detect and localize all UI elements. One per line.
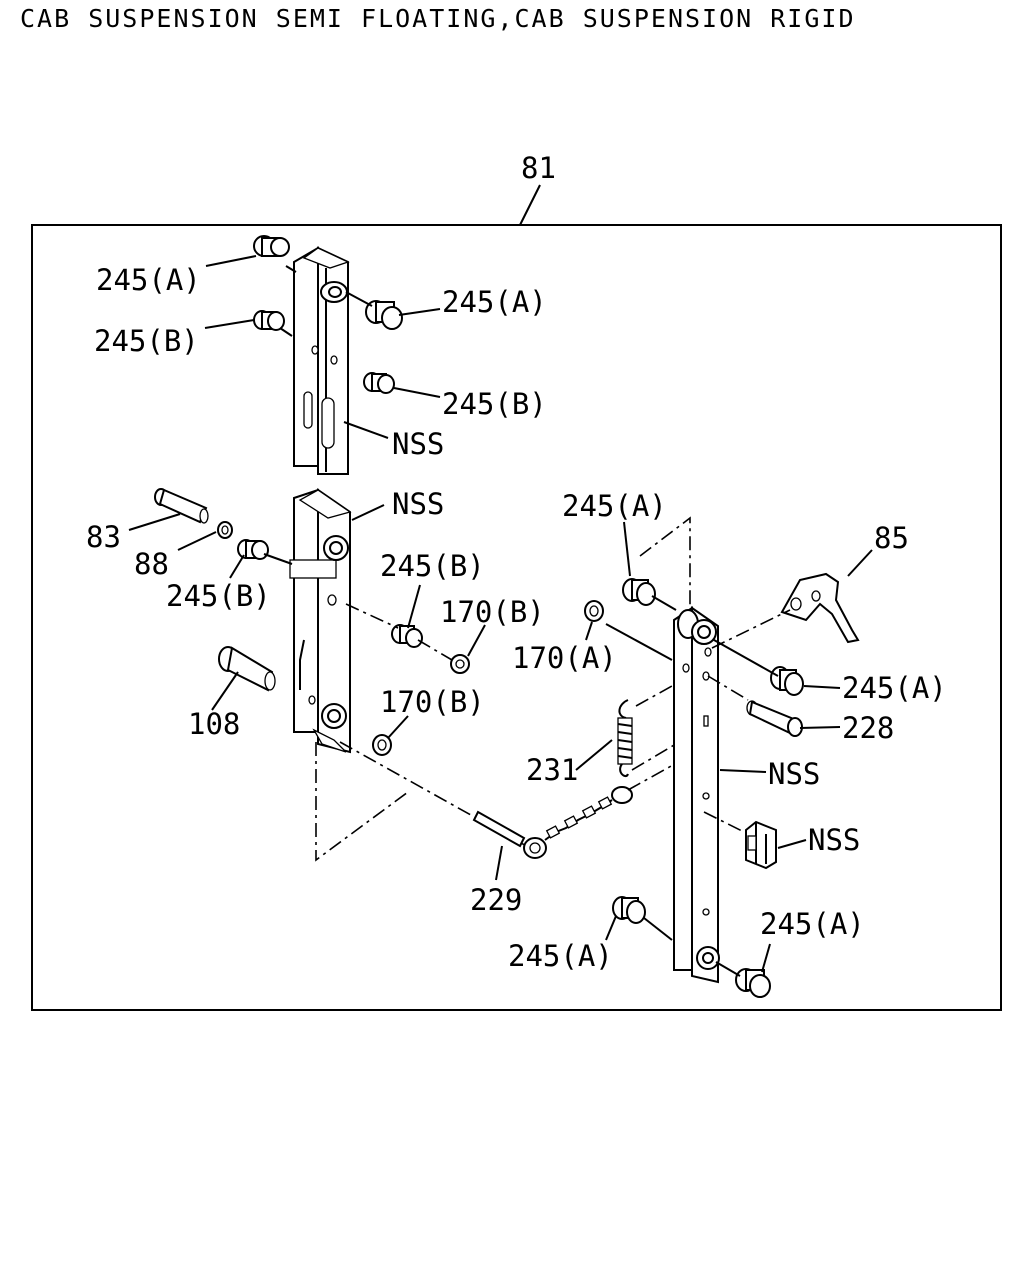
callout-229: 229 xyxy=(470,883,522,917)
callout-85: 85 xyxy=(874,521,909,555)
bush-245a-bottom-right xyxy=(735,968,771,998)
bush-245a-upper-right xyxy=(365,300,403,330)
callout-nss-right: NSS xyxy=(768,757,820,791)
bush-245b-upper-left xyxy=(253,310,285,331)
washer-170b-upper xyxy=(450,654,470,674)
leader-81 xyxy=(519,184,541,226)
callout-245a-right-top: 245(A) xyxy=(562,489,667,523)
clip-nss xyxy=(745,820,777,870)
callout-170a: 170(A) xyxy=(512,641,617,675)
callout-nss-mid: NSS xyxy=(392,487,444,521)
diagram-title: CAB SUSPENSION SEMI FLOATING,CAB SUSPENS… xyxy=(20,4,856,33)
callout-245a-upper-left: 245(A) xyxy=(96,263,201,297)
washer-170b-lower xyxy=(372,734,392,756)
callout-170b-upper: 170(B) xyxy=(440,595,545,629)
callout-83: 83 xyxy=(86,520,121,554)
bush-245b-mid xyxy=(391,624,423,648)
callout-88: 88 xyxy=(134,547,169,581)
callout-245b-upper-left: 245(B) xyxy=(94,324,199,358)
bolt-228 xyxy=(746,700,803,737)
callout-231: 231 xyxy=(526,753,578,787)
bush-245a-upper-left xyxy=(253,235,290,257)
callout-108: 108 xyxy=(188,707,240,741)
callout-245b-upper-right: 245(B) xyxy=(442,387,547,421)
bush-245a-right-top xyxy=(622,578,656,606)
right-bracket xyxy=(673,606,720,984)
callout-245a-bottom-left: 245(A) xyxy=(508,939,613,973)
callout-245a-upper-right: 245(A) xyxy=(442,285,547,319)
callout-81: 81 xyxy=(521,151,556,185)
callout-245a-right-mid: 245(A) xyxy=(842,671,947,705)
pin-229-with-chain xyxy=(472,786,633,859)
spring-231 xyxy=(617,699,633,778)
callout-245a-bottom-right: 245(A) xyxy=(760,907,865,941)
bush-245b-left xyxy=(237,539,269,560)
callout-245b-left: 245(B) xyxy=(166,579,271,613)
upper-bracket xyxy=(293,246,350,475)
bush-245a-right-mid xyxy=(770,666,804,696)
callout-170b-lower: 170(B) xyxy=(380,685,485,719)
callout-nss-upper: NSS xyxy=(392,427,444,461)
washer-88 xyxy=(217,521,233,539)
callout-228: 228 xyxy=(842,711,894,745)
callout-nss-clip: NSS xyxy=(808,823,860,857)
bush-245b-upper-right xyxy=(363,372,395,394)
callout-245b-mid: 245(B) xyxy=(380,549,485,583)
washer-170a xyxy=(584,600,604,622)
assembly-frame xyxy=(31,224,1002,1011)
lever-85 xyxy=(780,572,860,644)
bolt-83 xyxy=(154,488,209,524)
middle-bracket xyxy=(289,488,352,754)
pin-108 xyxy=(218,646,276,692)
bush-245a-bottom-left xyxy=(612,896,646,924)
